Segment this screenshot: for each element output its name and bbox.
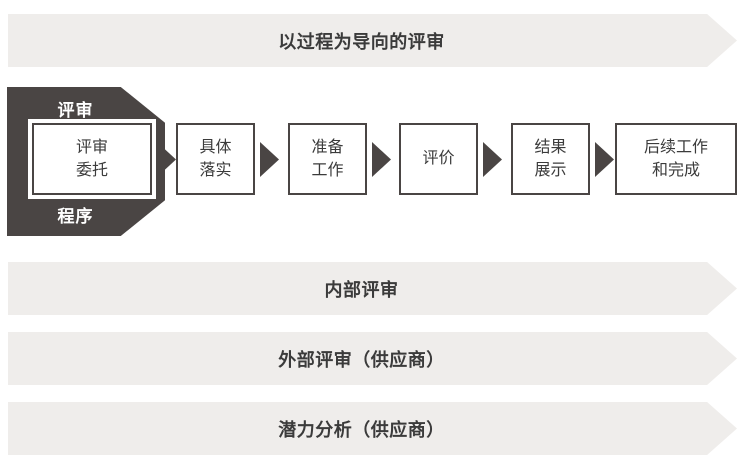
row-internal-review-label: 内部评审 (324, 279, 399, 300)
row-potential-analysis-supplier[interactable]: 潜力分析（供应商） (8, 402, 737, 455)
step-0-line-1: 评审 (75, 138, 108, 156)
row-internal-review[interactable]: 内部评审 (8, 262, 737, 315)
step-preparation-work[interactable]: 准备 工作 (288, 123, 367, 195)
step-0-line-2: 委托 (75, 162, 108, 179)
arrow-right-icon (595, 142, 614, 177)
step-5-line-1: 后续工作 (643, 138, 708, 156)
arrow-right-icon (483, 142, 502, 177)
row-external-review-supplier-label: 外部评审（供应商） (278, 349, 445, 370)
step-concrete-implementation[interactable]: 具体 落实 (176, 123, 255, 195)
step-4-line-1: 结果 (534, 138, 567, 156)
row-potential-analysis-supplier-label: 潜力分析（供应商） (278, 419, 445, 440)
step-1-line-1: 具体 (199, 138, 232, 156)
step-result-presentation[interactable]: 结果 展示 (511, 123, 590, 195)
banner-process-oriented-review: 以过程为导向的评审 (8, 14, 737, 67)
step-5-line-2: 和完成 (651, 162, 700, 179)
step-3-line-1: 评价 (422, 150, 455, 168)
step-2-line-1: 准备 (311, 138, 344, 156)
banner-top-label: 以过程为导向的评审 (278, 31, 445, 52)
phase-block-top-label: 评审 (57, 101, 94, 120)
step-review-commission[interactable]: 评审 委托 (28, 119, 156, 199)
arrow-right-icon (372, 142, 391, 177)
arrow-right-icon (260, 142, 279, 177)
step-evaluation[interactable]: 评价 (399, 123, 478, 195)
step-follow-up-completion[interactable]: 后续工作 和完成 (615, 123, 737, 195)
phase-block-bottom-label: 程序 (57, 207, 94, 226)
step-2-line-2: 工作 (311, 162, 344, 179)
row-external-review-supplier[interactable]: 外部评审（供应商） (8, 332, 737, 385)
step-1-line-2: 落实 (199, 162, 232, 179)
arrow-right-icon (157, 142, 176, 177)
step-4-line-2: 展示 (534, 162, 567, 179)
